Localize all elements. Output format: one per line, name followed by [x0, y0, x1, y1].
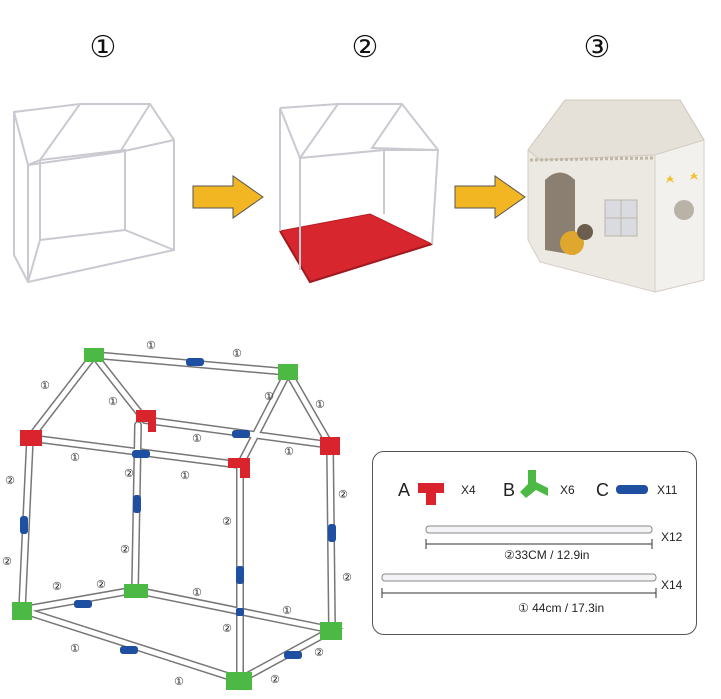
svg-text:②: ②	[222, 515, 232, 528]
svg-text:①: ①	[232, 347, 242, 360]
pole-44cm-icon	[381, 573, 657, 582]
svg-text:②: ②	[124, 467, 134, 480]
svg-text:①: ①	[174, 675, 184, 688]
svg-text:②: ②	[2, 555, 12, 568]
svg-text:①: ①	[192, 586, 202, 599]
frame-assembly-diagram: ① ① ① ① ① ① ① ① ① ① ② ② ② ② ② ② ② ② ② ① …	[2, 339, 352, 690]
svg-text:①: ①	[108, 395, 118, 408]
svg-text:②: ②	[96, 578, 106, 591]
pole-33cm-icon	[425, 525, 653, 534]
step-1-number: ①	[89, 30, 117, 65]
step-2-frame	[279, 103, 440, 284]
svg-text:①: ①	[192, 432, 202, 445]
arrow-icon	[454, 175, 526, 219]
svg-text:②: ②	[222, 622, 232, 635]
legend-pole2-size: ②33CM / 12.9in	[504, 548, 590, 562]
legend-a-qty: X4	[461, 483, 476, 497]
legend-b-letter: B	[503, 480, 516, 500]
svg-text:①: ①	[315, 398, 325, 411]
svg-text:①: ①	[284, 445, 294, 458]
svg-text:①: ①	[282, 604, 292, 617]
svg-text:②: ②	[338, 488, 348, 501]
step-1-frame	[13, 103, 175, 284]
connector-a-icon	[418, 483, 444, 505]
step-3-tent	[527, 99, 705, 293]
step-2-number: ②	[351, 30, 379, 65]
arrow-icon	[192, 175, 264, 219]
legend-b-qty: X6	[560, 483, 575, 497]
legend-pole1-qty: X14	[661, 578, 683, 592]
svg-text:②: ②	[342, 571, 352, 584]
svg-text:①: ①	[70, 451, 80, 464]
legend-icons	[381, 470, 657, 598]
legend-a-letter: A	[398, 480, 411, 500]
svg-text:②: ②	[5, 474, 15, 487]
legend-c-letter: C	[596, 480, 609, 500]
svg-text:①: ①	[146, 339, 156, 352]
parts-legend	[372, 451, 697, 635]
step-3-number: ③	[583, 30, 611, 65]
svg-text:②: ②	[120, 543, 130, 556]
svg-text:②: ②	[270, 673, 280, 686]
svg-text:②: ②	[52, 580, 62, 593]
legend-c-qty: X11	[657, 483, 678, 497]
svg-text:①: ①	[40, 379, 50, 392]
svg-text:①: ①	[70, 642, 80, 655]
svg-text:①: ①	[264, 390, 274, 403]
svg-text:②: ②	[314, 646, 324, 659]
legend-pole1-size: ① 44cm / 17.3in	[518, 601, 605, 615]
connector-b-icon	[520, 470, 548, 498]
svg-text:①: ①	[180, 469, 190, 482]
legend-pole2-qty: X12	[661, 530, 683, 544]
connector-c-icon	[616, 485, 648, 494]
